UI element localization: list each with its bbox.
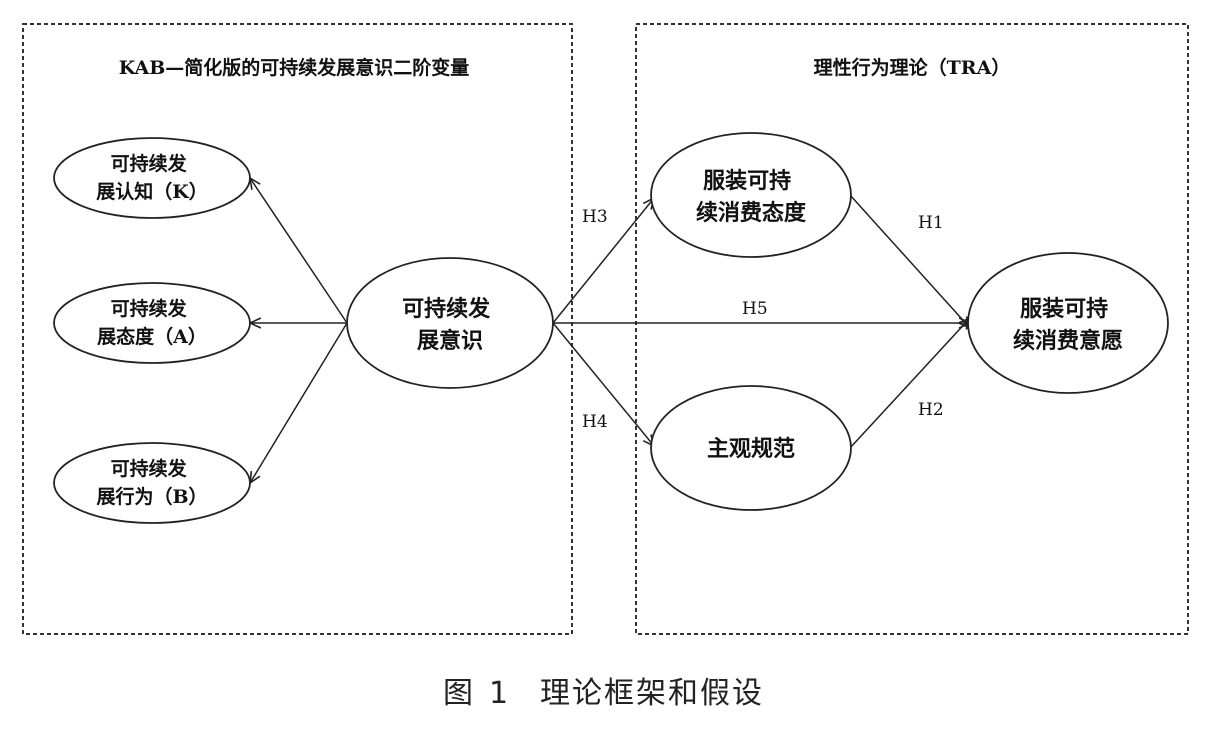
label-h1: H1 <box>918 213 944 233</box>
node-subjective-norm: 主观规范 <box>650 385 852 511</box>
node-attitude-line-1: 可持续发 <box>111 297 188 320</box>
tra-group-title: 理性行为理论（TRA） <box>814 56 1011 79</box>
arrow-awareness-to-behavior <box>250 322 348 483</box>
svg-text:可持续发 展意识: 可持续发 展意识 <box>402 296 498 354</box>
caption-text: 理论框架和假设 <box>540 676 765 711</box>
svg-text:可持续发 展认知（K）: 可持续发 展认知（K） <box>96 152 208 203</box>
label-h2: H2 <box>918 400 944 420</box>
node-awareness-line-2: 展意识 <box>417 328 483 354</box>
node-subjective-norm-line-1: 主观规范 <box>707 436 795 462</box>
svg-text:可持续发 展行为（B）: 可持续发 展行为（B） <box>96 457 207 508</box>
kab-group-box <box>22 23 573 635</box>
node-attitude: 可持续发 展态度（A） <box>53 282 251 364</box>
node-clothing-attitude-line-1: 服装可持 <box>703 168 791 194</box>
kab-group-title: KAB—简化版的可持续发展意识二阶变量 <box>119 56 470 79</box>
node-knowledge: 可持续发 展认知（K） <box>53 137 251 219</box>
arrow-h4 <box>552 322 654 446</box>
node-intention-line-2: 续消费意愿 <box>1013 328 1123 354</box>
caption-label: 图 <box>442 676 475 711</box>
framework-diagram: KAB—简化版的可持续发展意识二阶变量 理性行为理论（TRA） H3 H4 H5… <box>22 23 1189 635</box>
svg-text:可持续发 展态度（A）: 可持续发 展态度（A） <box>97 297 207 348</box>
label-h3: H3 <box>582 207 608 227</box>
svg-text:服装可持 续消费态度: 服装可持 续消费态度 <box>696 168 807 226</box>
arrow-h2 <box>849 318 970 449</box>
node-behavior-line-2: 展行为（B） <box>96 485 207 508</box>
label-h4: H4 <box>582 412 608 432</box>
label-h5: H5 <box>742 299 768 319</box>
node-intention: 服装可持 续消费意愿 <box>967 252 1169 394</box>
node-knowledge-line-1: 可持续发 <box>111 152 188 175</box>
node-behavior: 可持续发 展行为（B） <box>53 442 251 524</box>
caption-number: 1 <box>488 676 511 711</box>
arrow-awareness-to-knowledge <box>250 178 348 324</box>
node-awareness: 可持续发 展意识 <box>346 257 554 389</box>
arrow-h1 <box>849 194 970 328</box>
tra-group-box <box>635 23 1189 635</box>
arrow-h3 <box>552 198 654 324</box>
node-clothing-attitude-line-2: 续消费态度 <box>696 200 807 226</box>
node-awareness-line-1: 可持续发 <box>402 296 491 322</box>
node-intention-line-1: 服装可持 <box>1020 296 1108 322</box>
svg-text:主观规范: 主观规范 <box>707 436 795 462</box>
node-attitude-line-2: 展态度（A） <box>97 325 207 348</box>
node-behavior-line-1: 可持续发 <box>111 457 188 480</box>
node-clothing-attitude: 服装可持 续消费态度 <box>650 132 852 258</box>
svg-text:服装可持 续消费意愿: 服装可持 续消费意愿 <box>1013 296 1123 354</box>
node-knowledge-line-2: 展认知（K） <box>96 180 208 203</box>
